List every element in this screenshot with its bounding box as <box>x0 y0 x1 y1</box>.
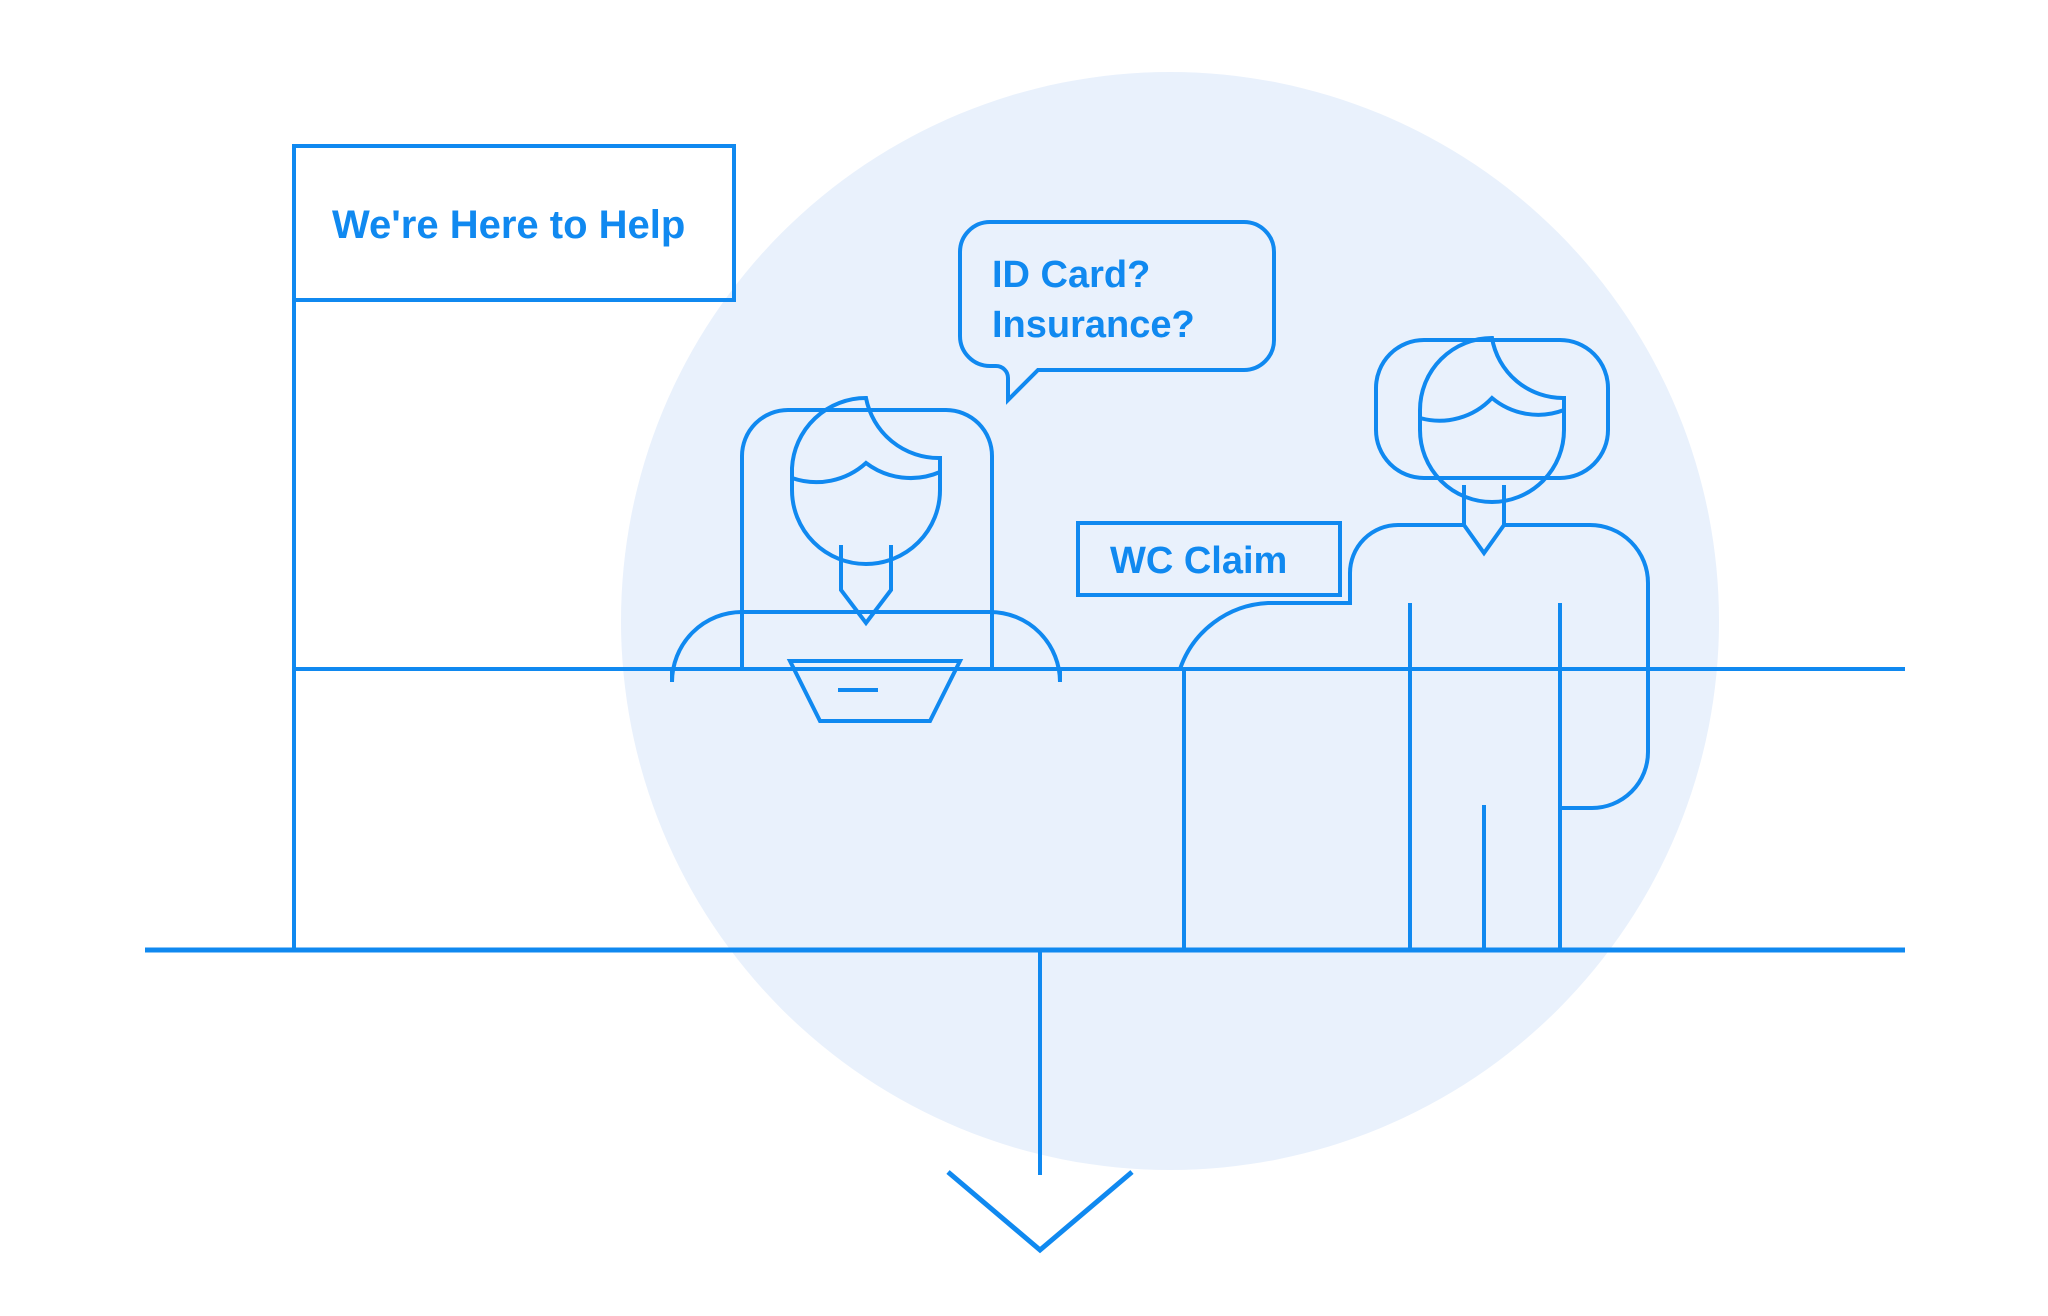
visitor-hair-block <box>1374 338 1610 480</box>
receptionist-neck-collar <box>839 545 893 627</box>
arrow-head <box>946 1170 1134 1254</box>
visitor-head <box>1418 395 1566 504</box>
visitor-hair-sweep <box>1418 335 1566 418</box>
speech-bubble-line-2: Insurance? <box>992 304 1195 346</box>
tag-label-text: WC Claim <box>1110 540 1287 582</box>
receptionist-shoulder-right <box>742 610 1062 683</box>
receptionist-shoulder-left <box>670 610 743 683</box>
laptop <box>786 659 964 723</box>
visitor-neck-collar <box>1462 485 1506 557</box>
down-arrow <box>946 950 1134 1254</box>
tag-label-box <box>1076 521 1342 597</box>
receptionist-hair <box>790 395 942 478</box>
figure-receptionist <box>670 395 1062 723</box>
speech-bubble-line-1: ID Card? <box>992 254 1150 296</box>
speech-bubble <box>958 220 1276 405</box>
receptionist-head <box>790 460 942 566</box>
header-label-text: We're Here to Help <box>332 203 685 247</box>
visitor-arm-on-counter <box>1178 523 1464 670</box>
visitor-torso-right <box>1504 523 1650 810</box>
background-circle <box>621 72 1719 1170</box>
figure-visitor <box>1178 335 1650 950</box>
header-label-box <box>292 144 736 302</box>
